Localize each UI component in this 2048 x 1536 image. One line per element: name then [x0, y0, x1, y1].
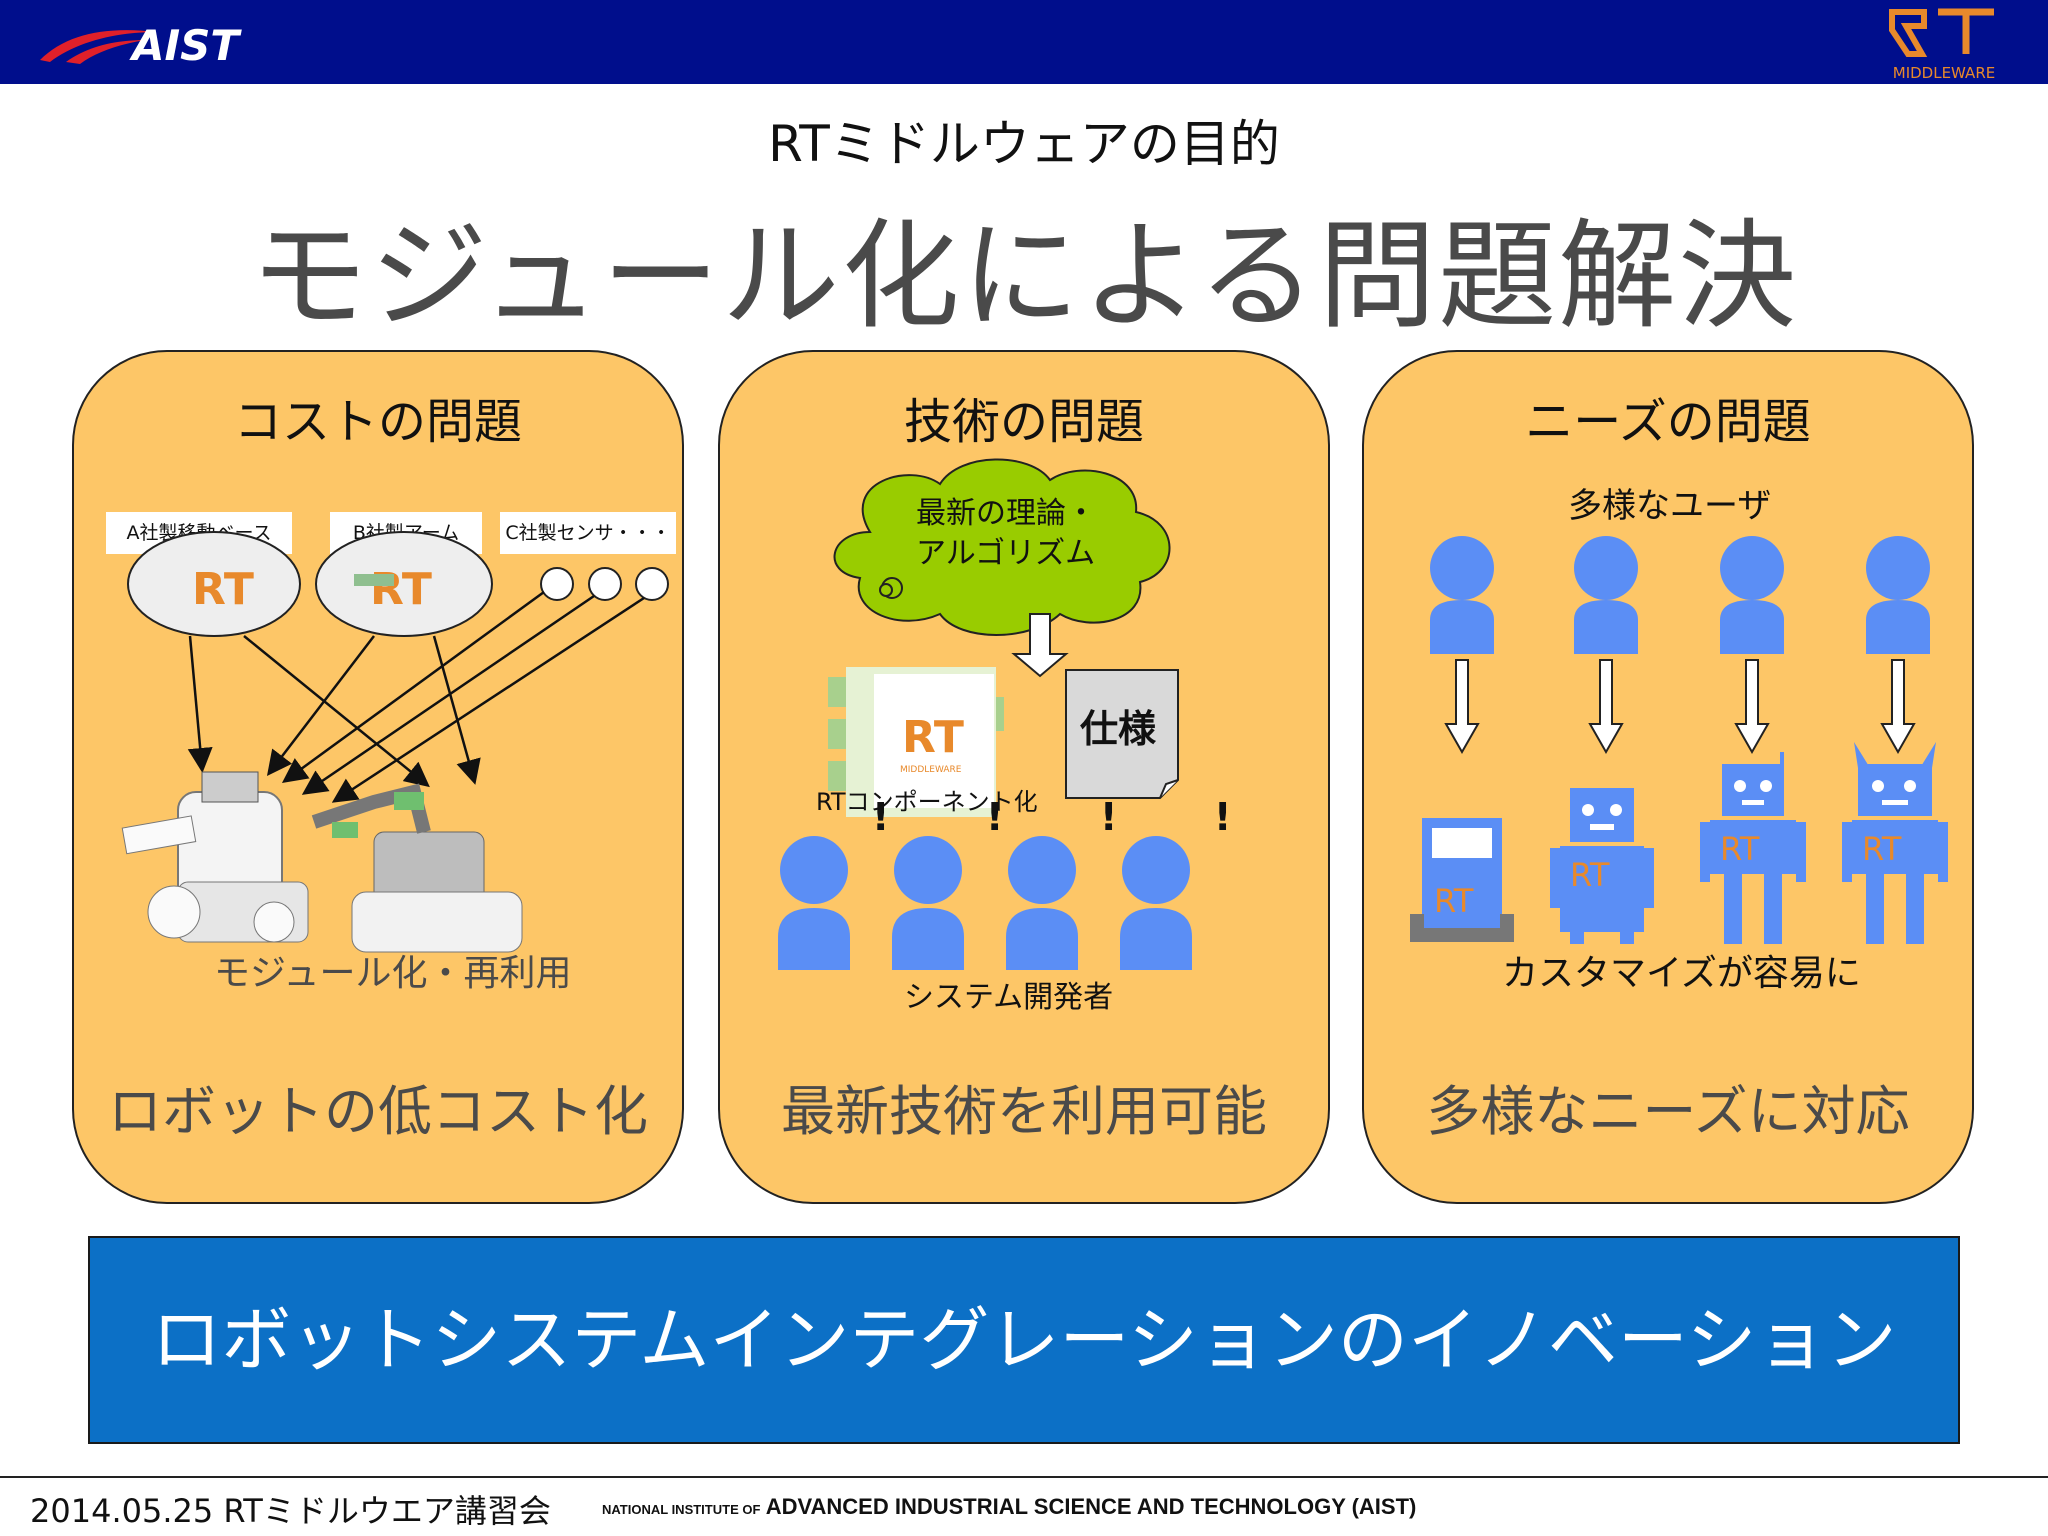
sensor-circle — [588, 567, 622, 601]
robot-icon: RT — [1842, 742, 1948, 944]
cloud-text-2: アルゴリズム — [916, 536, 1096, 571]
cloud-text-1: 最新の理論・ — [916, 496, 1096, 531]
arrow-down-icon — [1880, 659, 1916, 755]
svg-text:!: ! — [1214, 795, 1231, 839]
person-icon — [1866, 536, 1930, 654]
arrow-down-icon — [1444, 659, 1480, 755]
panel-title: ニーズの問題 — [1525, 394, 1811, 450]
robot-icon: RT — [1700, 752, 1806, 944]
svg-text:MIDDLEWARE: MIDDLEWARE — [1893, 64, 1995, 82]
svg-text:MIDDLEWARE: MIDDLEWARE — [900, 765, 962, 775]
panel-cost: コストの問題 A社製移動ベース B社製アーム C社製センサ・・・ RT RT — [72, 350, 684, 1204]
institute-prefix: NATIONAL INSTITUTE OF — [602, 1502, 761, 1517]
robot-icon: RT — [1410, 818, 1514, 942]
document-icon — [1065, 669, 1179, 799]
innovation-banner: ロボットシステムインテグレーションのイノベーション — [88, 1236, 1960, 1444]
person-icon — [778, 836, 850, 970]
svg-text:!: ! — [872, 795, 889, 839]
aist-logo-text: AIST — [129, 21, 242, 70]
robot-icon: RT — [1550, 788, 1654, 944]
arrow-down-icon — [1011, 613, 1069, 678]
svg-text:RT: RT — [370, 564, 432, 615]
footer-rule — [0, 1476, 2048, 1478]
panel-needs: ニーズの問題 多様なユーザ RT — [1362, 350, 1974, 1204]
needs-diagram: RT RT RT — [1410, 536, 1948, 944]
svg-text:!: ! — [986, 795, 1003, 839]
svg-text:RT: RT — [902, 712, 964, 763]
person-icon — [1120, 836, 1192, 970]
svg-text:RT: RT — [192, 564, 254, 615]
person-icon — [892, 836, 964, 970]
svg-text:RT: RT — [1862, 830, 1902, 868]
cloud-icon — [833, 458, 1171, 636]
users-label: 多様なユーザ — [1568, 486, 1772, 526]
technology-diagram: RT MIDDLEWARE ! ! ! ! — [778, 458, 1231, 970]
svg-text:RT: RT — [1434, 882, 1474, 920]
reuse-caption: モジュール化・再利用 — [214, 953, 572, 994]
panel-technology: 技術の問題 RT MIDDLEWARE ! — [718, 350, 1330, 1204]
rt-middleware-logo-icon: RT — [315, 531, 493, 637]
arrow-down-icon — [1734, 659, 1770, 755]
panel-result: 多様なニーズに対応 — [1426, 1080, 1910, 1143]
sensor-circle — [540, 567, 574, 601]
developers-label: システム開発者 — [904, 980, 1114, 1015]
panel-title: 技術の問題 — [903, 394, 1144, 450]
slide-subtitle: RTミドルウェアの目的 — [768, 115, 1280, 173]
aist-logo: AIST — [40, 21, 242, 70]
header-bar — [0, 0, 2048, 84]
person-icon — [1720, 536, 1784, 654]
rt-middleware-logo-icon: RT — [127, 531, 301, 637]
component-label: RTコンポーネント化 — [816, 788, 1038, 816]
person-icon — [1006, 836, 1078, 970]
svg-text:RT: RT — [1570, 856, 1610, 894]
spec-label: 仕様 — [1080, 707, 1157, 751]
robot-icon — [121, 771, 309, 943]
footer-institute: NATIONAL INSTITUTE OF ADVANCED INDUSTRIA… — [602, 1494, 1416, 1520]
footer-date: 2014.05.25 RTミドルウエア講習会 — [30, 1492, 551, 1530]
slide-title: モジュール化による問題解決 — [249, 207, 1799, 345]
customize-label: カスタマイズが容易に — [1502, 953, 1861, 994]
robot-icon — [311, 783, 523, 953]
rt-middleware-logo-icon: RT MIDDLEWARE — [828, 667, 1004, 817]
person-icon — [1430, 536, 1494, 654]
panel-title: コストの問題 — [233, 394, 522, 450]
svg-text:!: ! — [1100, 795, 1117, 839]
person-icon — [1574, 536, 1638, 654]
vendor-label-c: C社製センサ・・・ — [500, 512, 676, 554]
panel-result: 最新技術を利用可能 — [781, 1080, 1267, 1143]
svg-text:RT: RT — [1720, 830, 1760, 868]
cost-diagram: RT RT — [121, 531, 669, 953]
sensor-circle — [635, 567, 669, 601]
arrow-down-icon — [1588, 659, 1624, 755]
institute-name: ADVANCED INDUSTRIAL SCIENCE AND TECHNOLO… — [765, 1494, 1417, 1519]
panel-result: ロボットの低コスト化 — [108, 1080, 648, 1143]
rt-middleware-logo-icon: MIDDLEWARE — [1889, 8, 1995, 82]
